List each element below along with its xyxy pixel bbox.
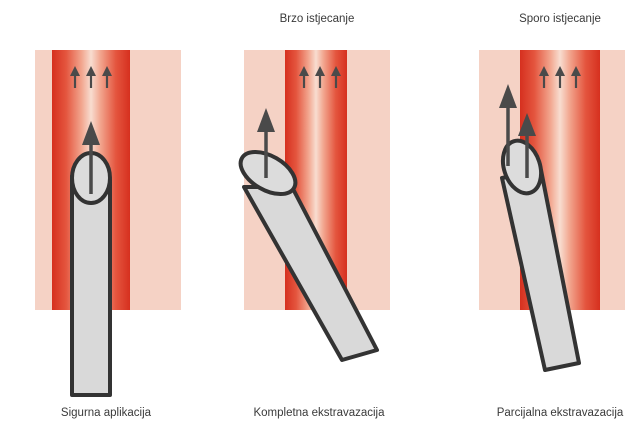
top-label: Sporo istjecanje — [519, 13, 601, 25]
panel-partial-extravasation: Sporo istjecanje Parcijalna ekstravazaci… — [479, 13, 625, 419]
bottom-label: Kompletna ekstravazacija — [253, 407, 385, 419]
top-label: Brzo istjecanje — [280, 13, 355, 25]
panel-safe-application: Sigurna aplikacija — [35, 50, 181, 419]
bottom-label: Sigurna aplikacija — [61, 407, 152, 419]
bottom-label: Parcijalna ekstravazacija — [497, 407, 624, 419]
panel-complete-extravasation: Brzo istjecanje Kompletna ekstravazacija — [234, 13, 390, 419]
